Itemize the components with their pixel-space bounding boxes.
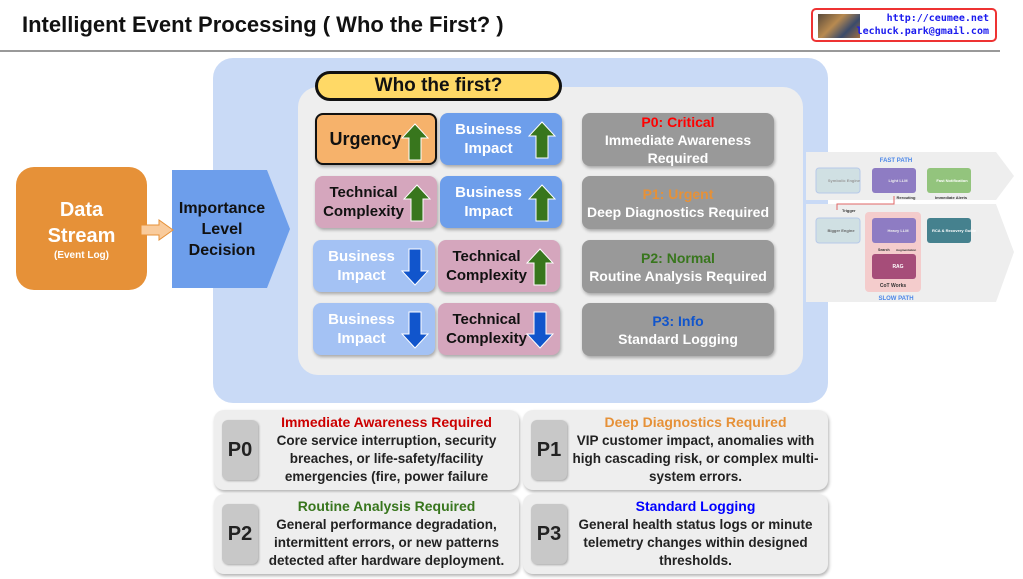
rag-box (872, 254, 916, 279)
decision-label: Importance Level Decision (178, 200, 266, 259)
heavy-llm-label: Heavy LLM (887, 228, 909, 233)
arrow-up-icon (403, 184, 431, 222)
arrow-up-icon (528, 184, 556, 222)
priority-desc: Deep Diagnostics Required (586, 203, 770, 220)
factor-cell: Technical Complexity (438, 240, 560, 292)
rag-label: RAG (892, 264, 903, 270)
slow-path-label: SLOW PATH (878, 296, 913, 302)
priority-desc: Immediate Awareness Required (604, 131, 752, 166)
factor-cell: Business Impact (440, 113, 562, 165)
search-label: Search (878, 248, 890, 252)
fast-notification-label: Fast Notification (936, 178, 968, 183)
light-llm-label: Light LLM (888, 178, 908, 183)
bigger-engine-label: Bigger Engine (827, 228, 855, 233)
factor-label: Business Impact (455, 184, 522, 220)
heavy-llm-box (872, 218, 916, 243)
priority-code: P3: Info (652, 312, 704, 329)
bigger-engine-box (815, 217, 861, 244)
trigger-label: Trigger (842, 208, 856, 213)
priority-code: P0: Critical (641, 113, 715, 130)
author-url[interactable]: http://ceumee.net (886, 13, 989, 24)
detail-title: Immediate Awareness Required (281, 414, 492, 430)
priority-tag: P0 (222, 420, 258, 480)
data-stream-box: Data Stream (Event Log) (16, 167, 147, 290)
arrow-down-icon (526, 311, 554, 349)
author-photo (818, 14, 860, 38)
trigger-arrow (836, 196, 895, 210)
fast-path-label: FAST PATH (880, 158, 912, 164)
factor-cell: Urgency (315, 113, 437, 165)
pipeline-diagram: FAST PATH Symbolic Engine Light LLM Fast… (806, 152, 1014, 302)
rca-box (927, 218, 971, 243)
divider (0, 50, 1000, 52)
detail-text: VIP customer impact, anomalies with high… (572, 433, 819, 484)
augmentation-label: Augmentation (896, 248, 916, 252)
light-llm-box (872, 168, 916, 193)
symbolic-engine-box (815, 167, 861, 194)
fast-notification-box (927, 168, 971, 193)
factor-cell: Technical Complexity (438, 303, 560, 355)
cot-label: CoT Works (880, 283, 907, 289)
factor-label: Business Impact (328, 311, 395, 347)
detail-text: General health status logs or minute tel… (578, 517, 813, 568)
symbolic-engine-label: Symbolic Engine (828, 178, 861, 183)
priority-tag: P2 (222, 504, 258, 564)
author-email[interactable]: lechuck.park@gmail.com (856, 26, 989, 37)
detail-title: Routine Analysis Required (297, 498, 476, 514)
priority-tag: P1 (531, 420, 567, 480)
data-stream-title: Data Stream (47, 199, 116, 247)
detail-title: Standard Logging (635, 498, 756, 514)
arrow-up-icon (528, 121, 556, 159)
rca-label: RCA & Recovery Guide (932, 228, 977, 233)
arrow-up-icon (526, 248, 554, 286)
factor-label: Business Impact (328, 248, 395, 284)
arrow-right-icon (140, 219, 174, 241)
data-stream-subtitle: (Event Log) (54, 250, 109, 261)
detail-text: Core service interruption, security brea… (276, 433, 497, 484)
factor-label: Technical Complexity (323, 184, 404, 220)
detail-title: Deep Diagnostics Required (604, 414, 787, 430)
priority-tag: P3 (531, 504, 567, 564)
arrow-down-icon (401, 311, 429, 349)
factor-label: Technical Complexity (446, 248, 527, 284)
detail-text: General performance degradation, intermi… (268, 517, 505, 568)
rerouting-label: Rerouting (897, 195, 916, 200)
page-title: Intelligent Event Processing ( Who the F… (22, 12, 504, 37)
author-badge: http://ceumee.net lechuck.park@gmail.com (811, 8, 997, 42)
arrow-up-icon (401, 123, 429, 161)
factor-label: Technical Complexity (446, 311, 527, 347)
priority-desc: Standard Logging (618, 330, 738, 347)
factor-cell: Technical Complexity (315, 176, 437, 228)
priority-code: P2: Normal (641, 249, 715, 266)
arrow-down-icon (401, 248, 429, 286)
factor-label: Urgency (329, 128, 402, 149)
priority-code: P1: Urgent (642, 185, 714, 202)
decision-chevron (172, 170, 290, 288)
factor-label: Business Impact (455, 121, 522, 157)
factor-cell: Business Impact (313, 303, 435, 355)
factor-cell: Business Impact (313, 240, 435, 292)
priority-desc: Routine Analysis Required (589, 267, 767, 284)
matrix-title: Who the first? (315, 71, 562, 101)
immediate-alerts-label: Immediate Alerts (935, 195, 968, 200)
factor-cell: Business Impact (440, 176, 562, 228)
